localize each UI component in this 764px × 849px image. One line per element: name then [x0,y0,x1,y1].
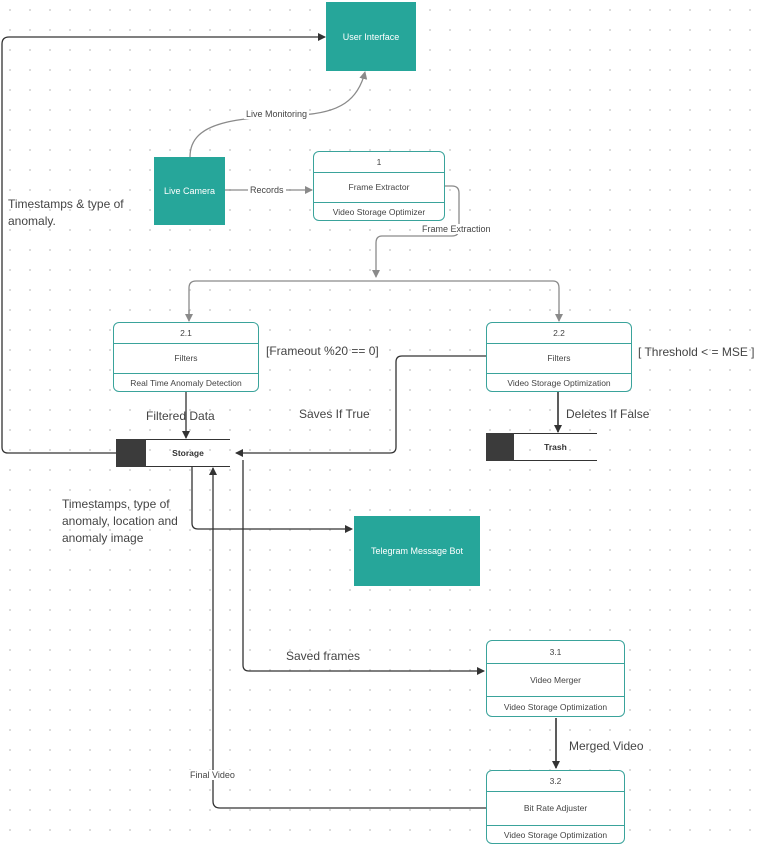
process-id: 2.1 [180,328,192,338]
process-id: 2.2 [553,328,565,338]
label-saves-if-true: Saves If True [299,407,370,421]
process-subsystem: Video Storage Optimizer [332,207,426,217]
entity-live-camera: Live Camera [154,157,225,225]
process-name: Frame Extractor [348,182,410,192]
flow-final-video [209,467,486,809]
process-name: Filters [547,353,571,363]
condition-2-1: [Frameout %20 == 0] [266,344,379,358]
datastore-storage: Storage [116,439,230,467]
flow-to-telegram [191,466,353,533]
label-merged-video: Merged Video [569,739,644,753]
label-saved-frames: Saved frames [286,649,361,663]
flow-saved-frames [242,460,485,675]
process-id: 1 [376,157,382,167]
condition-2-2: [ Threshold < = MSE ] [638,345,755,359]
label-frame-extraction: Frame Extraction [420,224,493,234]
process-id: 3.1 [549,647,562,657]
label-deletes-if-false: Deletes If False [566,407,650,421]
datastore-outline [514,433,597,461]
process-id: 3.2 [549,776,562,786]
process-name: Bit Rate Adjuster [523,803,588,813]
process-name: Filters [174,353,198,363]
process-subsystem: Video Storage Optimization [503,830,608,840]
process-subsystem: Video Storage Optimization [503,702,608,712]
datastore-name: Trash [544,442,567,452]
datastore-trash: Trash [486,433,597,461]
process-1-frame-extractor: 1 Frame Extractor Video Storage Optimize… [313,151,445,221]
flow-frame-extraction [372,185,460,278]
process-2-1-filters: 2.1 Filters Real Time Anomaly Detection [113,322,259,392]
entity-user-interface: User Interface [326,2,416,71]
label-records: Records [248,185,286,195]
process-2-2-filters: 2.2 Filters Video Storage Optimization [486,322,632,392]
process-3-2-bit-rate-adjuster: 3.2 Bit Rate Adjuster Video Storage Opti… [486,770,625,844]
entity-telegram-bot: Telegram Message Bot [354,516,480,586]
label-timestamps-full: Timestamps, type of anomaly, location an… [62,497,178,545]
datastore-outline [146,439,230,467]
flow-storage-to-ui [1,33,326,454]
label-final-video: Final Video [188,770,237,780]
label-timestamps-type: Timestamps & type of anomaly. [8,197,124,228]
process-name: Video Merger [530,674,581,685]
process-subsystem: Video Storage Optimization [507,378,611,388]
process-3-1-video-merger: 3.1 Video Merger Video Storage Optimizat… [486,640,625,717]
label-live-monitoring: Live Monitoring [244,109,310,119]
datastore-id-block [116,439,146,467]
flow-split [188,280,560,320]
datastore-name: Storage [172,448,204,458]
process-subsystem: Real Time Anomaly Detection [130,378,242,388]
label-filtered-data: Filtered Data [146,409,215,423]
datastore-id-block [486,433,514,461]
flow-saves-if-true [235,355,486,457]
